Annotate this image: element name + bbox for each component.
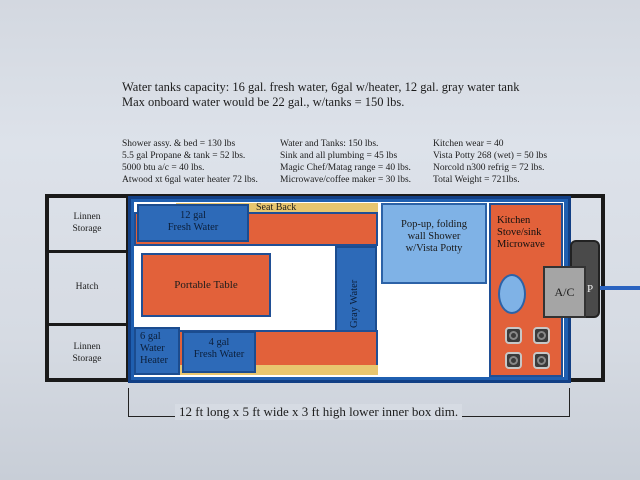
weight-item: Shower assy. & bed = 130 lbs <box>122 139 236 149</box>
weight-item: Sink and all plumbing = 45 lbs <box>280 151 398 161</box>
seat-back-label: Seat Back <box>256 202 297 213</box>
ac-unit: A/C <box>543 266 586 318</box>
sink-basin <box>498 274 526 314</box>
weight-item: Total Weight = 721lbs. <box>433 175 520 185</box>
bottom-seat-back <box>174 365 378 375</box>
weight-item: 5.5 gal Propane & tank = 52 lbs. <box>122 151 246 161</box>
weight-item: Vista Potty 268 (wet) = 50 lbs <box>433 151 548 161</box>
weight-item: Magic Chef/Matag range = 40 lbs. <box>280 163 411 173</box>
weight-item: 5000 btu a/c = 40 lbs. <box>122 163 205 173</box>
header-notes: Water tanks capacity: 16 gal. fresh wate… <box>122 80 519 110</box>
weight-item: Atwood xt 6gal water heater 72 lbs. <box>122 175 258 185</box>
weight-item: Microwave/coffee maker = 30 lbs. <box>280 175 412 185</box>
weights-column-1: Shower assy. & bed = 130 lbs 5.5 gal Pro… <box>122 138 258 186</box>
dimension-label: 12 ft long x 5 ft wide x 3 ft high lower… <box>175 404 463 420</box>
ac-suffix-label: P <box>587 283 594 295</box>
stove-burner-icon <box>505 327 522 344</box>
portable-table: Portable Table <box>141 253 271 317</box>
stove-burner-icon <box>533 352 550 369</box>
storage-divider <box>126 194 129 382</box>
hatch-label: Hatch <box>75 282 99 292</box>
panel-divider-top <box>45 250 128 253</box>
header-line-2: Max onboard water would be 22 gal., w/ta… <box>122 95 405 109</box>
weights-column-3: Kitchen wear = 40 Vista Potty 268 (wet) … <box>433 138 547 186</box>
weight-item: Norcold n300 refrig = 72 lbs. <box>433 163 545 173</box>
header-line-1: Water tanks capacity: 16 gal. fresh wate… <box>122 80 520 94</box>
weight-item: Water and Tanks: 150 lbs. <box>280 139 379 149</box>
weight-item: Kitchen wear = 40 <box>433 139 504 149</box>
stove-burner-icon <box>505 352 522 369</box>
stove-burner-icon <box>533 327 550 344</box>
gray-water-tank: Gray Water <box>335 246 377 338</box>
weights-column-2: Water and Tanks: 150 lbs. Sink and all p… <box>280 138 411 186</box>
panel-divider-bottom <box>45 323 128 326</box>
seat-back: Seat Back <box>176 202 378 213</box>
hitch-bar <box>600 286 640 290</box>
